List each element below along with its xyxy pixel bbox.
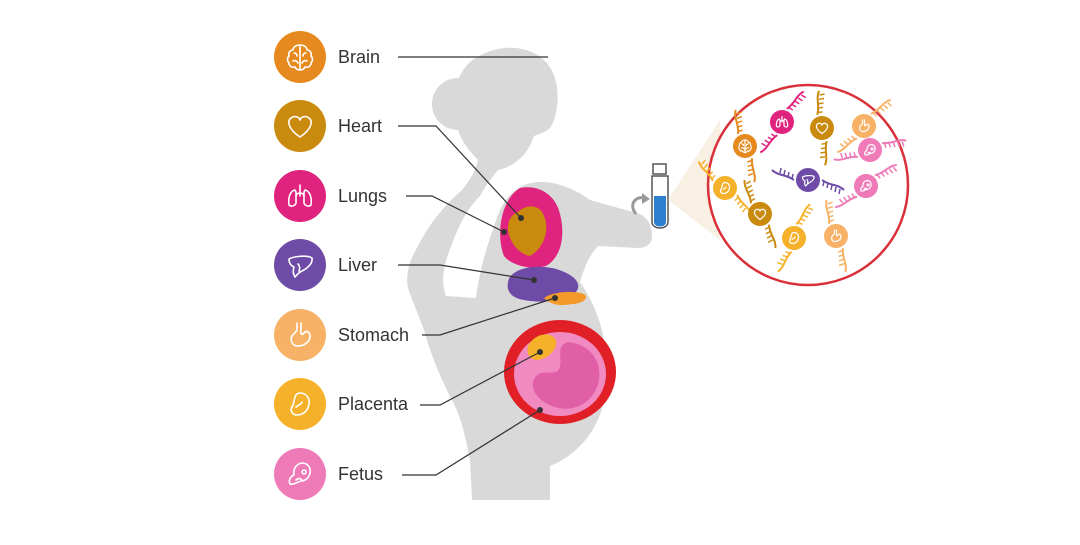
organ-row-heart: Heart (274, 99, 382, 153)
connector-dot-lungs (501, 229, 507, 235)
fetus-shape (532, 342, 600, 409)
molecule-fetus-icon (835, 163, 898, 209)
placenta-icon (274, 378, 326, 430)
hair-bun (432, 78, 484, 130)
tube-cap (652, 163, 667, 175)
organ-label-brain: Brain (338, 46, 381, 67)
organ-row-stomach: Stomach (274, 308, 409, 362)
organ-row-placenta: Placenta (274, 377, 408, 431)
heart-icon (274, 100, 326, 152)
placenta-shape (527, 334, 557, 360)
liver-icon (274, 239, 326, 291)
arrow-head-icon (642, 193, 650, 204)
connector-heart (398, 125, 522, 219)
molecule-placenta-icon (697, 159, 753, 215)
stomach-icon (274, 309, 326, 361)
lungs-icon (274, 170, 326, 222)
connector-fetus (402, 409, 541, 476)
molecule-fetus-icon (833, 138, 907, 162)
connector-stomach (422, 297, 556, 336)
organ-label-heart: Heart (338, 115, 383, 136)
molecule-heart-icon (810, 90, 834, 166)
connector-lines (398, 56, 558, 476)
connector-dot-liver (531, 277, 537, 283)
connector-dot-stomach (552, 295, 558, 301)
test-tube (651, 163, 669, 229)
organ-label-fetus: Fetus (338, 463, 384, 484)
connector-lungs (406, 195, 505, 233)
magnifier-beam (668, 120, 720, 240)
heart-shape (508, 206, 547, 256)
organ-row-lungs: Lungs (274, 169, 387, 223)
connector-placenta (420, 351, 541, 406)
organ-label-lungs: Lungs (338, 185, 388, 206)
connector-dot-placenta (537, 349, 543, 355)
tube-liquid (654, 196, 666, 227)
organ-row-liver: Liver (274, 238, 377, 292)
organ-row-brain: Brain (274, 30, 380, 84)
organs (500, 187, 616, 424)
organ-row-fetus: Fetus (274, 447, 383, 501)
molecule-stomach-icon (837, 98, 893, 154)
molecule-liver-icon (771, 167, 845, 195)
organ-label-placenta: Placenta (338, 393, 409, 414)
connector-liver (398, 264, 535, 281)
molecule-stomach-icon (824, 199, 848, 273)
molecule-placenta-icon (777, 203, 814, 273)
organ-label-stomach: Stomach (338, 324, 410, 345)
cfrna-molecules (697, 90, 907, 273)
connector-dot-heart (518, 215, 524, 221)
fetus-icon (274, 448, 326, 500)
molecule-brain-icon (733, 109, 757, 183)
molecule-heart-icon (743, 179, 777, 249)
connector-dot-fetus (537, 407, 543, 413)
organ-label-liver: Liver (338, 254, 378, 275)
brain-icon (274, 31, 326, 83)
molecule-lungs-icon (759, 90, 807, 154)
